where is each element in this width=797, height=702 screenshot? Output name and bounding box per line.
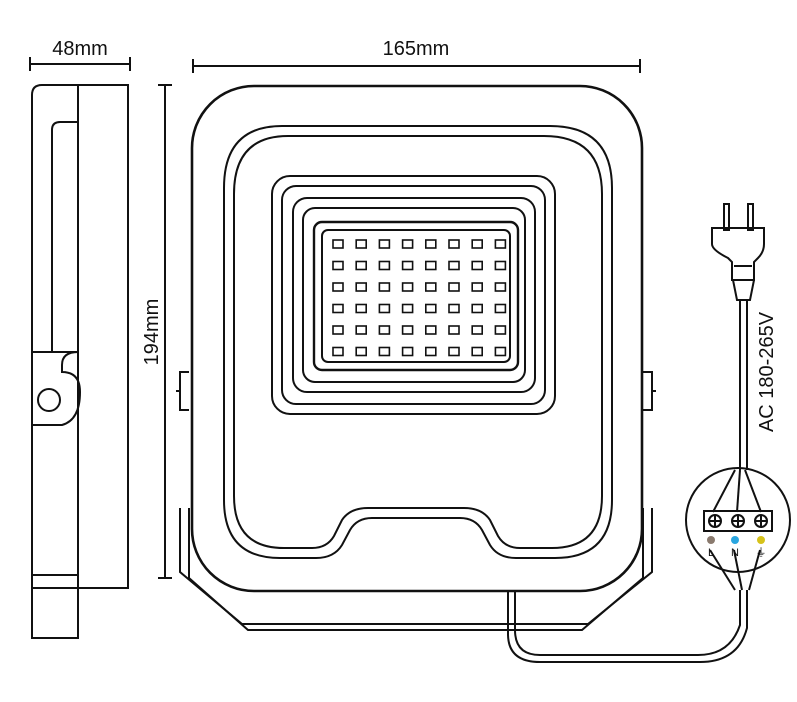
led-chip xyxy=(401,282,414,292)
led-chip xyxy=(471,260,484,271)
led-chip xyxy=(448,303,460,314)
led-chip xyxy=(378,282,391,292)
led-chip xyxy=(494,282,507,292)
led-chip xyxy=(424,325,437,335)
terminal-block xyxy=(703,510,773,532)
led-chip xyxy=(424,303,437,314)
led-chip xyxy=(448,325,460,335)
mounting-bracket xyxy=(188,508,644,631)
led-chip xyxy=(332,303,344,314)
led-chip xyxy=(448,260,460,271)
led-grid xyxy=(332,239,507,357)
led-chip xyxy=(355,346,368,357)
led-chip xyxy=(424,346,437,357)
led-chip xyxy=(424,282,437,292)
led-board xyxy=(312,220,520,372)
led-chip xyxy=(332,346,344,357)
led-chip xyxy=(355,239,368,249)
width-dimension-line xyxy=(192,59,641,73)
voltage-label: AC 180-265V xyxy=(756,311,778,432)
led-chip xyxy=(378,239,391,249)
led-chip xyxy=(401,239,414,249)
terminal-dot-live xyxy=(707,536,715,544)
led-chip xyxy=(448,282,460,292)
led-chip xyxy=(401,346,414,357)
depth-dimension-label: 48mm xyxy=(52,38,108,60)
led-chip xyxy=(355,325,368,335)
led-chip xyxy=(471,282,484,292)
bracket-knob-left xyxy=(179,371,189,411)
led-chip xyxy=(424,239,437,249)
housing-inner-frame xyxy=(223,125,613,559)
led-chip xyxy=(401,325,414,335)
mount-bolt-icon xyxy=(37,388,61,412)
housing-outer xyxy=(190,84,644,593)
led-chip xyxy=(424,260,437,271)
led-chip xyxy=(378,325,391,335)
terminal-label-earth: ⏚ xyxy=(756,546,767,559)
led-chip xyxy=(355,282,368,292)
lens-frame-mid xyxy=(292,197,536,393)
terminal-label-live: L xyxy=(708,547,714,559)
led-chip xyxy=(355,303,368,314)
led-chip xyxy=(448,239,460,249)
led-chip xyxy=(494,239,507,249)
height-dimension-line xyxy=(158,84,172,579)
led-chip xyxy=(471,303,484,314)
led-chip xyxy=(494,260,507,271)
width-dimension-label: 165mm xyxy=(383,38,450,60)
led-chip xyxy=(355,260,368,271)
led-chip xyxy=(378,346,391,357)
led-chip xyxy=(332,239,344,249)
led-chip xyxy=(332,282,344,292)
power-cable xyxy=(507,300,748,663)
height-dimension-label: 194mm xyxy=(141,299,163,366)
screw-terminal-icon xyxy=(708,514,768,528)
junction-box xyxy=(685,467,791,591)
led-chip xyxy=(494,325,507,335)
front-view xyxy=(176,84,656,631)
led-chip xyxy=(401,303,414,314)
terminal-dot-earth xyxy=(757,536,765,544)
terminal-dot-neutral xyxy=(731,536,739,544)
led-chip xyxy=(494,303,507,314)
depth-dimension-line xyxy=(29,57,131,71)
led-chip xyxy=(378,260,391,271)
side-view xyxy=(31,84,129,639)
led-chip xyxy=(332,325,344,335)
led-chip xyxy=(494,346,507,357)
terminal-label-neutral: N xyxy=(731,547,739,559)
led-chip xyxy=(448,346,460,357)
led-chip xyxy=(471,346,484,357)
led-chip xyxy=(332,260,344,271)
plug-icon xyxy=(711,203,765,301)
led-chip xyxy=(471,325,484,335)
lens-frame-outer xyxy=(271,175,556,415)
led-chip xyxy=(378,303,391,314)
bracket-knob-right xyxy=(643,371,653,411)
led-chip xyxy=(401,260,414,271)
led-chip xyxy=(471,239,484,249)
